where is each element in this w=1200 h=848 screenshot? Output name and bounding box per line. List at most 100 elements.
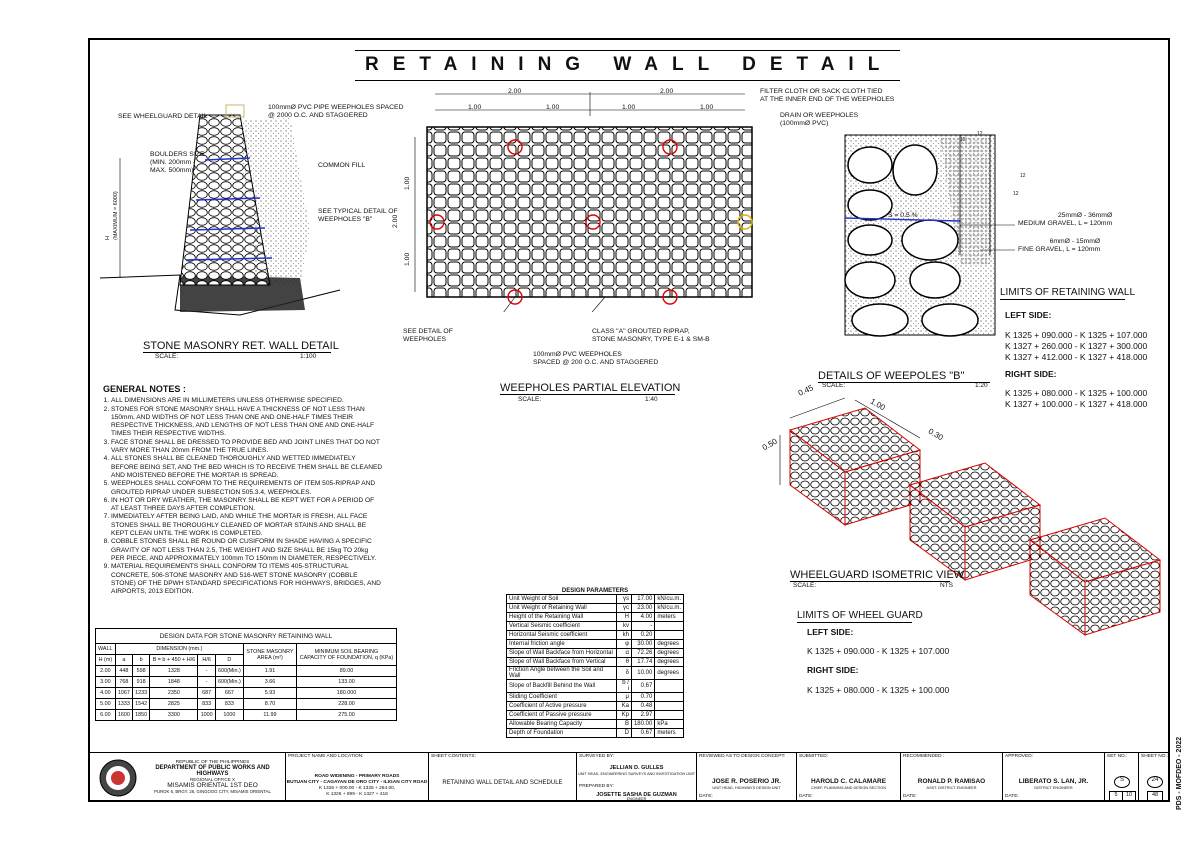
tb-reviewed: JOSE R. POSERIO JR. bbox=[712, 778, 781, 785]
tb-sheet-a: 24 bbox=[1147, 776, 1163, 788]
table-cell: 1848 bbox=[149, 676, 199, 688]
limits-wall-right-2: K 1327 + 100.000 - K 1327 + 418.000 bbox=[1005, 399, 1148, 409]
table-cell: kh bbox=[616, 630, 632, 640]
table-cell: Slope of Wall Backface from Horizontal bbox=[505, 648, 618, 658]
limits-wall-title-underline bbox=[1000, 299, 1125, 300]
drawing-border bbox=[88, 38, 1170, 802]
tb-surveyed: JELLIAN D. GULLES bbox=[609, 765, 664, 771]
table-cell: 228.00 bbox=[295, 698, 398, 710]
weepholes-scale-label: SCALE: bbox=[518, 396, 542, 403]
table-cell: φ bbox=[616, 639, 632, 649]
tb-recommended-role: ASST. DISTRICT ENGINEER bbox=[926, 786, 977, 790]
tb-reviewed-head: REVIEWED AS TO DESIGN CONCEPT: bbox=[699, 754, 786, 759]
notes-title: GENERAL NOTES : bbox=[103, 384, 186, 394]
table-cell bbox=[654, 692, 684, 702]
wheelguard-title: WHEELGUARD ISOMETRIC VIEW bbox=[790, 569, 965, 581]
table-cell: 918 bbox=[132, 676, 151, 688]
table-cell: 180.000 bbox=[295, 687, 398, 699]
table-cell: 1067 bbox=[114, 687, 134, 699]
tb-project-2: BUTUAN CITY - CAGAYAN DE ORO CITY - ILIG… bbox=[286, 780, 428, 785]
tb-submitted-head: SUBMITTED: bbox=[799, 754, 829, 759]
table-cell: 2825 bbox=[149, 698, 199, 710]
tb-approved-head: APPROVED: bbox=[1005, 754, 1033, 759]
table-cell: 180.00 bbox=[630, 719, 656, 729]
tb-set-b: 5 bbox=[1109, 791, 1123, 802]
table-cell: Slope of Wall Backface from Vertical bbox=[505, 657, 618, 667]
label-wheelguard: SEE WHEELGUARD DETAIL bbox=[118, 113, 208, 120]
table-cell: 4.00 bbox=[630, 612, 656, 622]
limits-wall-right-list: K 1325 + 080.000 - K 1325 + 100.000 K 13… bbox=[1005, 388, 1147, 410]
table-cell: Friction Angle between the Soil and Wall bbox=[505, 666, 618, 680]
tb-project-head: PROJECT NAME AND LOCATION: bbox=[288, 754, 364, 759]
table-cell: 0.20 bbox=[630, 630, 656, 640]
agency-block: REPUBLIC OF THE PHILIPPINES DEPARTMENT O… bbox=[140, 760, 285, 794]
table-cell: 600(Min.) bbox=[214, 676, 244, 688]
table-cell: 1542 bbox=[132, 698, 151, 710]
note-item: IMMEDIATELY AFTER BEING LAID, AND WHILE … bbox=[111, 513, 383, 538]
table-cell: 17.74 bbox=[630, 657, 656, 667]
design-data-table-wrap: DESIGN DATA FOR STONE MASONRY RETAINING … bbox=[95, 628, 398, 721]
table-cell: Allowable Bearing Capacity bbox=[505, 719, 618, 729]
table-cell: 3.00 bbox=[95, 676, 116, 688]
table-cell: degrees bbox=[654, 648, 684, 658]
tb-submitted-date: DATE: bbox=[799, 794, 813, 799]
design-data-title: DESIGN DATA FOR STONE MASONRY RETAINING … bbox=[95, 628, 397, 644]
table-cell: Ka bbox=[616, 701, 632, 711]
table-cell bbox=[654, 679, 684, 693]
stone-masonry-title: STONE MASONRY RET. WALL DETAIL bbox=[143, 340, 339, 352]
details-b-scale: 1:20 bbox=[975, 382, 988, 389]
table-cell: 23.00 bbox=[630, 603, 656, 613]
table-cell: - bbox=[630, 621, 656, 631]
label-common-fill: COMMON FILL bbox=[318, 162, 366, 169]
weep-dim-sub-1: 1.00 bbox=[468, 104, 482, 111]
tb-sheet-b: 48 bbox=[1147, 791, 1163, 802]
agency-line1: REPUBLIC OF THE PHILIPPINES bbox=[175, 760, 250, 765]
table-cell: 8.70 bbox=[242, 698, 297, 710]
dd-col: H (m) bbox=[95, 654, 116, 666]
title-block bbox=[88, 752, 1170, 803]
table-cell: 1850 bbox=[132, 709, 151, 721]
tb-reviewed-role: UNIT HEAD, HIGHWAYS DESIGN UNIT bbox=[712, 786, 781, 790]
table-cell: α bbox=[616, 648, 632, 658]
table-cell: 1600 bbox=[114, 709, 134, 721]
note-item: WEEPHOLES SHALL CONFORM TO THE REQUIREME… bbox=[111, 480, 383, 497]
table-cell: 3.66 bbox=[242, 676, 297, 688]
tb-recommended-date: DATE: bbox=[903, 794, 917, 799]
tb-reviewed-date: DATE: bbox=[699, 794, 713, 799]
tb-project-text: ROAD WIDENING - PRIMARY ROADS BUTUAN CIT… bbox=[286, 774, 428, 798]
tb-project-1: ROAD WIDENING - PRIMARY ROADS bbox=[314, 774, 400, 779]
table-cell: 3300 bbox=[149, 709, 199, 721]
tb-recommended: RONALD P. RAMISAO bbox=[917, 778, 986, 785]
detail-b-filter: FILTER CLOTH OR SACK CLOTH TIED AT THE I… bbox=[760, 88, 895, 103]
title-rule-bottom bbox=[355, 80, 900, 81]
limits-wheel-left-label: LEFT SIDE: bbox=[807, 627, 854, 637]
sheet-title: RETAINING WALL DETAIL bbox=[365, 54, 894, 75]
table-cell: H bbox=[616, 612, 632, 622]
stone-masonry-scale: 1:100 bbox=[300, 353, 317, 360]
table-cell: Horizontal Seismic coefficient bbox=[505, 630, 618, 640]
wheelguard-scale: NTS bbox=[940, 582, 953, 589]
dd-head-area: STONE MASONRY AREA (m²) bbox=[242, 643, 297, 666]
wheelguard-scale-label: SCALE: bbox=[793, 582, 817, 589]
table-cell: 667 bbox=[214, 687, 244, 699]
table-cell: 833 bbox=[197, 698, 216, 710]
table-cell: degrees bbox=[654, 666, 684, 680]
limits-wall-left-label: LEFT SIDE: bbox=[1005, 310, 1052, 320]
table-cell: 2350 bbox=[149, 687, 199, 699]
table-cell: 833 bbox=[214, 698, 244, 710]
stone-masonry-title-underline bbox=[143, 352, 331, 353]
table-cell: γs bbox=[616, 594, 632, 604]
table-cell bbox=[654, 701, 684, 711]
agency-line5: PUROK 5, BRGY. 26, GINGOOG CITY, MISAMIS… bbox=[154, 789, 271, 794]
detail-b-slope: S = 0.5 % bbox=[888, 212, 918, 219]
wheelguard-isometric-drawing bbox=[779, 397, 1162, 636]
table-cell bbox=[654, 630, 684, 640]
limits-wall-left-2: K 1327 + 260.000 - K 1327 + 300.000 bbox=[1005, 341, 1148, 351]
note-item: COBBLE STONES SHALL BE ROUND OR CUSIFORM… bbox=[111, 538, 383, 563]
tb-sheet-head: SHEET NO.: bbox=[1141, 754, 1169, 759]
